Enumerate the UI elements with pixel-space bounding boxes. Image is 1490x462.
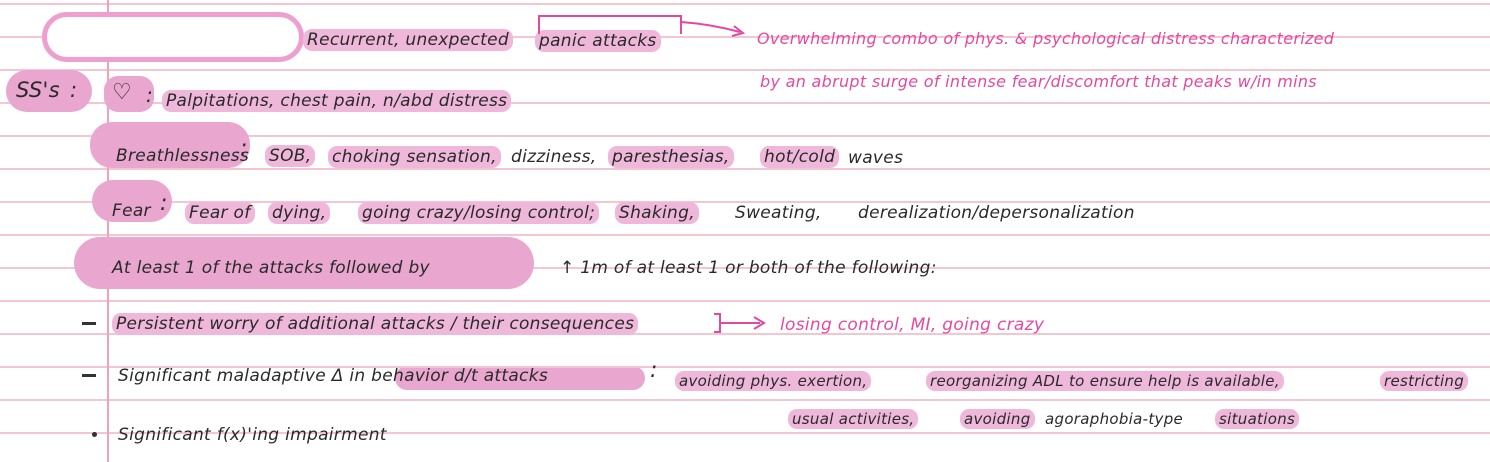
bullet2-text: Significant f(x)'ing impairment	[118, 425, 387, 445]
dash1-arrow	[714, 313, 766, 333]
margin-line	[107, 0, 109, 462]
fear-item-fear-of: Fear of	[185, 202, 255, 224]
fear-item-going-crazy: going crazy/losing control;	[358, 202, 600, 224]
bullet1-tail: ↑ 1m of at least 1 or both of the follow…	[560, 258, 937, 278]
bullet-2	[92, 432, 97, 437]
dash2-example-6: agoraphobia-type	[1045, 410, 1184, 428]
dash2-example-1: avoiding phys. exertion,	[675, 370, 872, 392]
breathlessness-item-dizziness: dizziness,	[511, 147, 597, 167]
fear-highlight	[92, 180, 172, 222]
fear-item-derealization: derealization/depersonalization	[858, 203, 1135, 223]
breathlessness-item-paresthesias: paresthesias,	[608, 146, 734, 168]
heart-highlight	[104, 76, 154, 112]
fear-colon: :	[160, 191, 168, 216]
ss-label-highlight	[6, 70, 92, 112]
term-panic-attacks: panic attacks	[535, 30, 661, 52]
redacted-title-pill	[42, 12, 304, 62]
breathlessness-item-choking: choking sensation,	[328, 146, 501, 168]
dash2-example-4: usual activities,	[788, 408, 919, 430]
definition-line-2: by an abrupt surge of intense fear/disco…	[760, 72, 1317, 91]
dash2-example-2: reorganizing ADL to ensure help is avail…	[926, 370, 1284, 392]
breathlessness-highlight	[90, 122, 250, 168]
dash2-text: Significant maladaptive Δ in behavior d/…	[118, 366, 549, 386]
fear-item-shaking: Shaking,	[615, 202, 699, 224]
fear-label: Fear	[112, 201, 151, 221]
dash1-examples: losing control, MI, going crazy	[780, 315, 1045, 335]
dash-2	[82, 374, 96, 377]
dash2-example-5: avoiding	[960, 408, 1035, 430]
cardiac-items: Palpitations, chest pain, n/abd distress	[162, 90, 512, 112]
ss-colon: :	[70, 78, 78, 102]
bracket-arrow	[538, 15, 746, 37]
breathlessness-item-sob: SOB,	[265, 145, 316, 167]
bullet1-text: At least 1 of the attacks followed by	[112, 258, 430, 278]
heart-icon: ♡	[112, 80, 133, 105]
ss-label: SS's	[16, 78, 60, 102]
definition-line-1: Overwhelming combo of phys. & psychologi…	[757, 29, 1335, 48]
term-recurrent: Recurrent, unexpected	[303, 29, 513, 51]
dash2-example-7: situations	[1215, 408, 1300, 430]
breathlessness-colon: :	[240, 136, 248, 161]
breathlessness-label: Breathlessness	[116, 146, 250, 166]
dash-1	[82, 322, 96, 325]
breathlessness-item-waves: waves	[848, 148, 904, 168]
fear-item-dying: dying,	[268, 202, 331, 224]
dash1-text: Persistent worry of additional attacks /…	[112, 313, 639, 335]
fear-item-sweating: Sweating,	[735, 203, 822, 223]
dash2-colon: :	[650, 358, 658, 383]
bullet1-highlight	[74, 237, 534, 289]
breathlessness-item-hotcold: hot/cold	[760, 146, 840, 168]
heart-colon: :	[146, 83, 154, 107]
dash2-example-3: restricting	[1380, 370, 1469, 392]
